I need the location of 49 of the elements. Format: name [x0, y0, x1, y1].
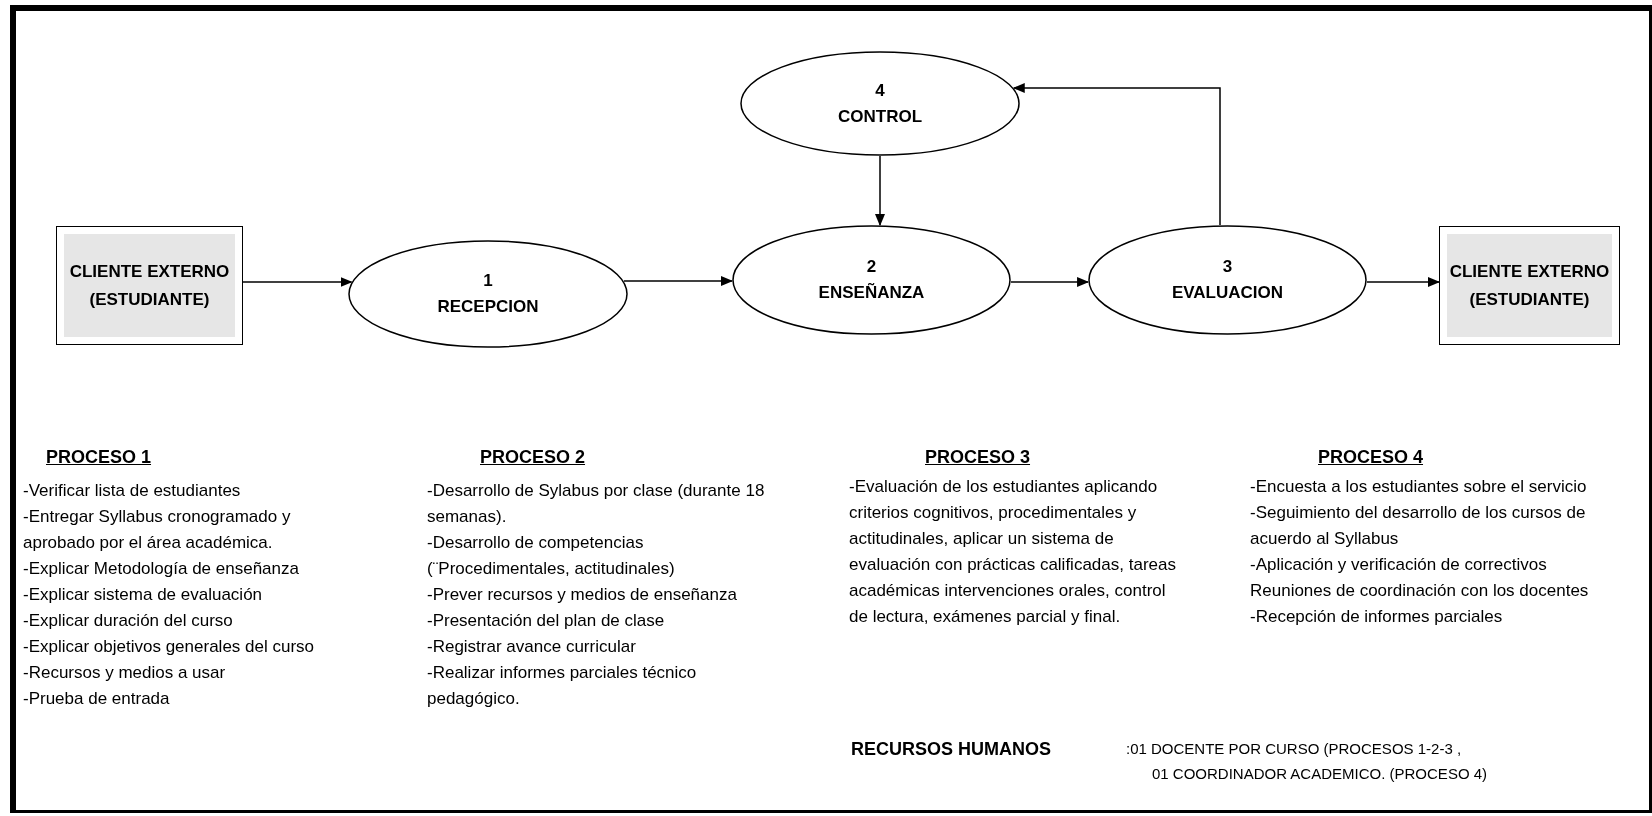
task-text: Reuniones de coordinación con los docentes [1250, 580, 1590, 602]
arrow [623, 276, 733, 286]
task-text: -Recepción de informes parciales [1250, 606, 1504, 628]
arrow [1010, 277, 1090, 287]
task-text: -Prueba de entrada [23, 688, 171, 710]
resources-text: :01 DOCENTE POR CURSO (PROCESOS 1-2-3 , [1126, 739, 1462, 759]
process-label: 2 [866, 256, 877, 278]
task-text: -Explicar sistema de evaluación [23, 584, 264, 606]
arrow [242, 277, 353, 287]
section-heading: PROCESO 4 [1318, 446, 1424, 469]
task-text: -Explicar duración del curso [23, 610, 234, 632]
process-label: EVALUACION [1171, 282, 1284, 304]
process-label: 3 [1222, 256, 1233, 278]
task-text: -Evaluación de los estudiantes aplicando criterios cognitivos, procedimentales y actitudinales, aplicar un sistema de evaluación con prácticas calificadas, tareas académicas intervenciones orales, control de lectura, exámenes parcial y final. [849, 476, 1177, 628]
arrow [1366, 277, 1440, 287]
resources-text: 01 COORDINADOR ACADEMICO. (PROCESO 4) [1152, 764, 1488, 784]
task-text: -Verificar lista de estudiantes [23, 480, 242, 502]
entity-box [1439, 226, 1620, 345]
task-text: -Explicar Metodología de enseñanza [23, 558, 300, 580]
task-text: -Presentación del plan de clase [427, 610, 666, 632]
arrow [875, 155, 885, 227]
task-text: -Encuesta a los estudiantes sobre el servicio [1250, 476, 1588, 498]
entity-box [56, 226, 243, 345]
task-text: -Desarrollo de competencias (¨Procedimentales, actitudinales) [427, 532, 676, 580]
section-heading: PROCESO 1 [46, 446, 152, 469]
task-text: -Seguimiento del desarrollo de los cursos de acuerdo al Syllabus [1250, 502, 1587, 550]
process-label: 4 [875, 79, 885, 102]
entity-label: CLIENTE EXTERNO (ESTUDIANTE) [1448, 260, 1611, 311]
task-text: -Explicar objetivos generales del curso [23, 636, 316, 658]
section-heading: PROCESO 3 [925, 446, 1031, 469]
process-label: CONTROL [837, 105, 922, 128]
task-text: -Entregar Syllabus cronogramado y aprobado por el área académica. [23, 506, 292, 554]
process-label: 1 [483, 270, 493, 292]
entity-label: CLIENTE EXTERNO (ESTUDIANTE) [68, 260, 231, 311]
process-label: ENSEÑANZA [818, 282, 925, 304]
task-text: -Realizar informes parciales técnico pedagógico. [427, 662, 698, 710]
process-ellipse [740, 51, 1020, 156]
arrow [1012, 83, 1221, 226]
process-ellipse [732, 225, 1011, 335]
process-ellipse [1088, 225, 1367, 335]
task-text: -Registrar avance curricular [427, 636, 637, 658]
task-text: -Desarrollo de Sylabus por clase (durante 18 semanas). [427, 480, 766, 528]
section-heading: PROCESO 2 [480, 446, 586, 469]
task-text: -Prever recursos y medios de enseñanza [427, 584, 738, 606]
task-text: -Aplicación y verificación de correctivos [1250, 554, 1548, 576]
process-ellipse [348, 240, 628, 348]
process-label: RECEPCION [437, 296, 539, 318]
resources-heading: RECURSOS HUMANOS [851, 738, 1051, 761]
task-text: -Recursos y medios a usar [23, 662, 227, 684]
